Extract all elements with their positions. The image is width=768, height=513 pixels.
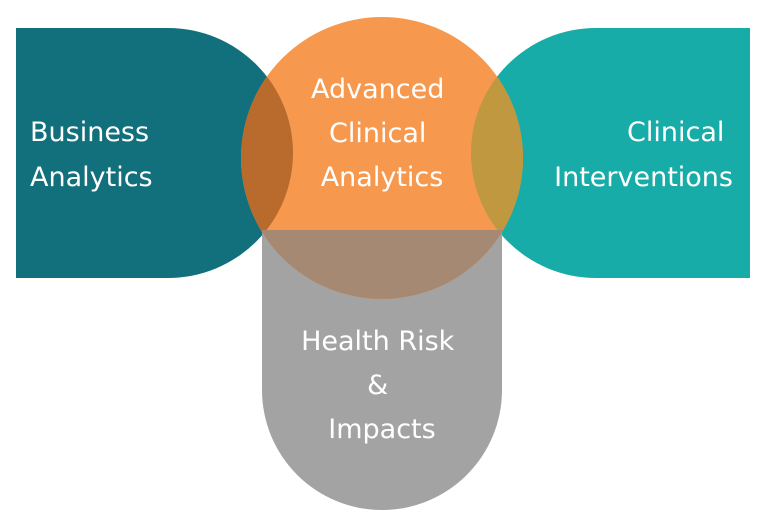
advanced-clinical-analytics-label: Advanced Clinical Analytics (311, 74, 453, 193)
advanced-clinical-analytics-circle (241, 17, 523, 299)
clinical-interventions-label: Clinical Interventions (554, 117, 733, 193)
interventions-line-1: Clinical (627, 117, 724, 148)
interventions-line-2: Interventions (554, 162, 733, 193)
health-line-1: Health Risk (301, 326, 455, 357)
health-risk-shape (262, 230, 502, 510)
clinical-interventions-shape (471, 28, 750, 278)
business-line-1: Business (30, 117, 149, 148)
health-line-3: Impacts (328, 414, 435, 445)
health-line-2: & (367, 370, 388, 401)
advanced-line-1: Advanced (311, 74, 444, 105)
health-risk-label: Health Risk & Impacts (301, 326, 463, 445)
business-analytics-shape (16, 28, 293, 278)
business-line-2: Analytics (30, 162, 153, 193)
advanced-line-3: Analytics (321, 162, 444, 193)
advanced-line-2: Clinical (329, 118, 426, 149)
business-analytics-label: Business Analytics (30, 117, 158, 193)
